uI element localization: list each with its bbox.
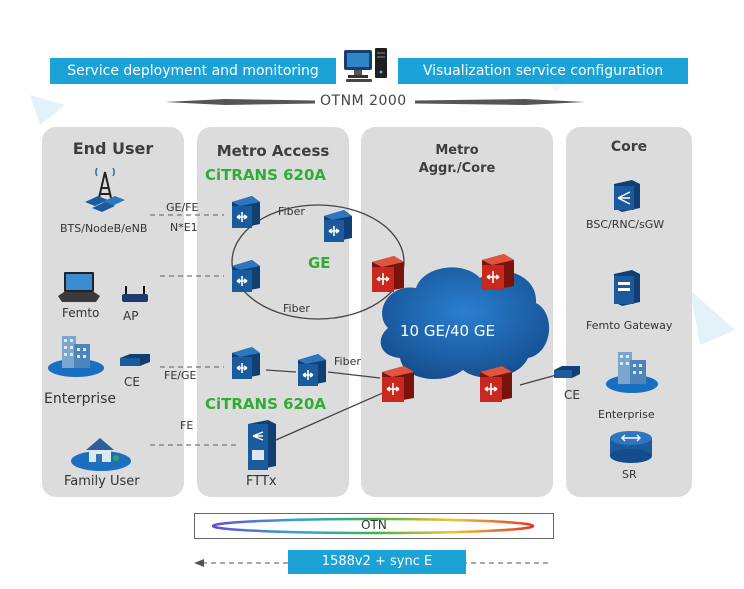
laptop-icon xyxy=(58,272,100,302)
end-user-panel: End User xyxy=(42,127,184,497)
core-router-icon xyxy=(382,366,414,402)
bts-label: BTS/NodeB/eNB xyxy=(60,222,148,235)
metro-core-title-line2: Aggr./Core xyxy=(418,161,496,176)
core-router-icon xyxy=(372,256,404,292)
ge-fe-label: GE/FE xyxy=(166,201,199,214)
enterprise-label: Enterprise xyxy=(44,391,117,407)
ap-label: AP xyxy=(123,309,139,323)
otn-box: OTN xyxy=(194,513,554,539)
bsc-label: BSC/RNC/sGW xyxy=(586,218,665,231)
metro-access-title: Metro Access xyxy=(216,142,330,160)
access-switch-icon xyxy=(298,354,326,386)
core-router-icon xyxy=(480,366,512,402)
management-pc-icon xyxy=(344,48,387,82)
access-switch-icon xyxy=(324,210,352,242)
bts-tower-icon xyxy=(85,168,125,212)
femto-gateway-icon xyxy=(614,270,640,306)
sync-dashed-arrow xyxy=(194,559,549,567)
family-house-icon xyxy=(71,438,131,471)
visualization-config-banner: Visualization service configuration xyxy=(398,58,688,84)
citrans-top-label: CiTRANS 620A xyxy=(205,166,327,184)
sr-label: SR xyxy=(622,468,637,481)
fiber-top-label: Fiber xyxy=(278,205,305,218)
core-enterprise-label: Enterprise xyxy=(598,408,655,421)
otnm-double-arrow xyxy=(165,99,585,105)
access-switch-icon xyxy=(232,196,260,228)
ge-ring-label: GE xyxy=(308,254,331,272)
otnm-label: OTNM 2000 xyxy=(320,93,407,109)
access-switch-icon xyxy=(232,260,260,292)
femto-gateway-label: Femto Gateway xyxy=(586,319,673,332)
bsc-rnc-icon xyxy=(614,180,640,212)
otn-rainbow-ring xyxy=(211,517,535,535)
fiber-bottom-label: Fiber xyxy=(334,355,361,368)
core-enterprise-icon xyxy=(606,352,658,393)
sync-banner: 1588v2 + sync E xyxy=(288,550,466,574)
service-deployment-banner: Service deployment and monitoring xyxy=(50,58,336,84)
fiber-mid-label: Fiber xyxy=(283,302,310,315)
family-user-label: Family User xyxy=(64,474,140,489)
fttx-olt-icon xyxy=(248,420,276,470)
ce-right-device-icon xyxy=(554,366,580,378)
core-title: Core xyxy=(610,139,648,155)
otn-label: OTN xyxy=(361,518,387,532)
aggregation-cloud xyxy=(380,267,550,380)
end-user-title: End User xyxy=(72,139,154,158)
fe-label: FE xyxy=(180,419,194,432)
n-e1-label: N*E1 xyxy=(170,221,198,234)
enterprise-building-icon xyxy=(48,336,104,377)
citrans-bottom-label: CiTRANS 620A xyxy=(205,395,327,413)
core-router-icon xyxy=(482,254,514,290)
metro-core-title-line1: Metro xyxy=(435,143,479,158)
cloud-label: 10 GE/40 GE xyxy=(400,322,495,340)
access-switch-icon xyxy=(232,347,260,379)
femto-label: Femto xyxy=(62,306,100,320)
fttx-label: FTTx xyxy=(246,474,277,489)
ce-device-icon xyxy=(120,354,150,366)
access-point-icon xyxy=(122,286,148,302)
sr-router-icon xyxy=(610,431,652,463)
ce-right-label: CE xyxy=(564,388,580,402)
fe-ge-label: FE/GE xyxy=(164,369,197,382)
ce-label: CE xyxy=(124,375,140,389)
